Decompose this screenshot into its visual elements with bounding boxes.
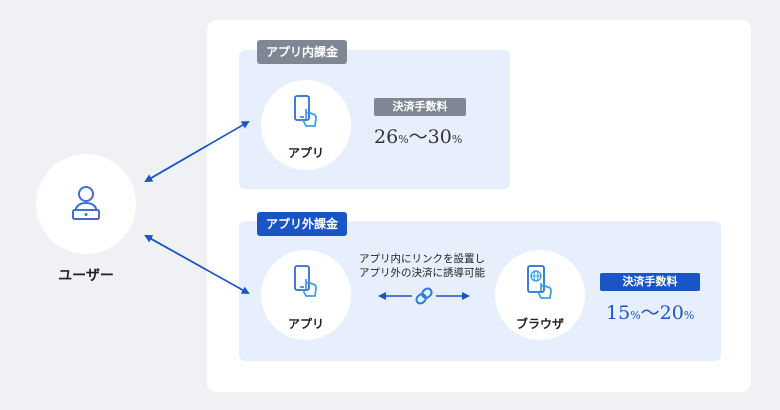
fee-to: 20 [659,302,684,324]
fee-unit: % [398,133,409,146]
fee-separator: 〜 [640,302,660,324]
out-app-app-label: アプリ [287,317,324,331]
user-laptop-icon [70,184,102,224]
out-app-fee-label: 決済手数料 [600,273,700,291]
user-label: ユーザー [58,268,114,284]
link-connector [378,287,470,305]
in-app-fee-label: 決済手数料 [374,98,466,116]
fee-from: 15 [606,302,631,324]
browser-label: ブラウザ [515,317,564,331]
in-app-app-label: アプリ [287,146,324,160]
phone-tap-icon [293,95,321,129]
fee-unit: % [683,309,695,322]
out-app-fee-value: 15%〜20% [606,298,694,325]
link-note-line2: アプリ外の決済に誘導可能 [359,267,485,279]
browser-phone-icon [526,265,556,299]
browser-node [495,250,585,340]
fee-unit: % [630,309,641,322]
link-note-line1: アプリ内にリンクを設置し [359,253,485,265]
link-icon [415,287,433,305]
fee-from: 26 [374,126,399,148]
fee-separator: 〜 [408,126,428,148]
phone-tap-icon [293,265,321,299]
in-app-app-node [261,80,351,170]
in-app-fee-value: 26%〜30% [374,122,462,149]
out-app-app-node [261,250,351,340]
user-node [36,154,136,254]
out-app-title: アプリ外課金 [257,212,348,236]
fee-to: 30 [427,126,452,148]
fee-unit: % [451,133,463,146]
in-app-title: アプリ内課金 [257,40,348,64]
